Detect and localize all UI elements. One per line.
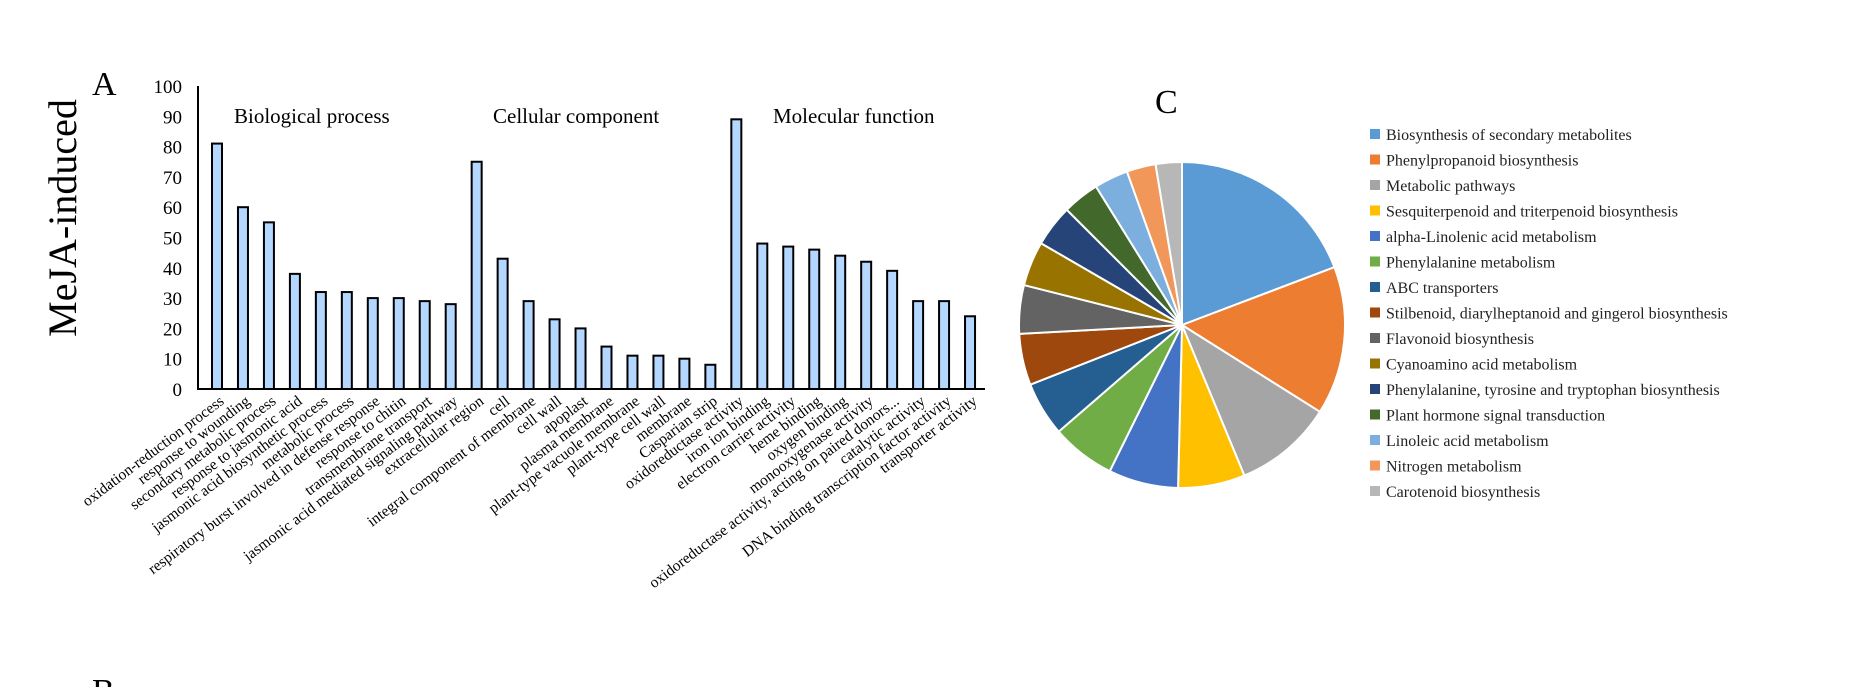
legend-swatch	[1370, 205, 1380, 216]
bar	[652, 354, 665, 391]
y-tick-label: 70	[163, 168, 182, 189]
bar	[444, 303, 457, 390]
bar	[262, 221, 275, 390]
pie-slice	[1179, 265, 1346, 414]
bar	[236, 206, 249, 390]
legend-swatch	[1370, 460, 1380, 471]
bar	[496, 257, 509, 390]
bar	[522, 300, 535, 391]
legend-swatch	[1370, 333, 1380, 343]
kegg-pie-chart	[1018, 160, 1346, 489]
legend-swatch	[1370, 256, 1380, 267]
legend-swatch	[1370, 384, 1380, 394]
bar	[730, 118, 743, 391]
legend-swatch	[1370, 231, 1380, 241]
pie-slice	[1181, 160, 1336, 327]
y-tick-label: 30	[163, 289, 182, 310]
y-tick-label: 60	[163, 198, 182, 219]
group-title: Molecular function	[773, 104, 935, 128]
y-tick-label: 10	[163, 350, 182, 371]
bar	[314, 291, 327, 391]
legend-item: Phenylalanine, tyrosine and tryptophan b…	[1386, 382, 1720, 399]
y-tick-label: 100	[154, 77, 183, 98]
legend-swatch	[1370, 154, 1380, 165]
legend-item: Metabolic pathways	[1386, 178, 1515, 195]
legend-item: Stilbenoid, diarylheptanoid and gingerol…	[1386, 306, 1728, 323]
panel-a-label: A	[92, 66, 117, 103]
y-tick-label: 50	[163, 229, 182, 250]
group-title: Cellular component	[493, 104, 659, 128]
legend-item: Linoleic acid metabolism	[1386, 433, 1549, 450]
bar	[678, 357, 691, 391]
legend-swatch	[1370, 435, 1380, 445]
legend-item: Flavonoid biosynthesis	[1386, 331, 1534, 348]
bar	[704, 363, 717, 391]
bar	[600, 345, 613, 390]
bars	[211, 118, 977, 391]
legend-item: Sesquiterpenoid and triterpenoid biosynt…	[1386, 204, 1678, 221]
bar	[392, 297, 405, 391]
legend-item: alpha-Linolenic acid metabolism	[1386, 229, 1597, 246]
legend-swatch	[1370, 409, 1380, 420]
legend-item: Phenylalanine metabolism	[1386, 255, 1556, 272]
bar	[288, 272, 301, 390]
bar	[808, 248, 821, 390]
legend-swatch	[1370, 358, 1380, 369]
bar	[834, 254, 847, 390]
legend-item: Phenylpropanoid biosynthesis	[1386, 153, 1578, 170]
y-tick-label: 0	[173, 380, 183, 401]
go-bar-chart: 0 10 20 30 40 50 60 70 80 90 100 Biological proces…	[79, 77, 985, 592]
legend-item: Plant hormone signal transduction	[1386, 408, 1605, 425]
group-titles: Biological process Cellular component Mole…	[234, 104, 935, 128]
bar	[912, 300, 925, 391]
panel-c-label: C	[1155, 84, 1178, 121]
y-tick-label: 80	[163, 138, 182, 159]
y-tick-label: 40	[163, 259, 182, 280]
bar	[470, 160, 483, 390]
legend-item: Carotenoid biosynthesis	[1386, 484, 1540, 501]
legend-item: Cyanoamino acid metabolism	[1386, 357, 1578, 374]
bar	[418, 300, 431, 391]
legend-swatch	[1370, 180, 1380, 190]
bar	[860, 260, 873, 390]
bar	[964, 315, 977, 390]
bar	[211, 142, 223, 390]
bar	[756, 242, 769, 390]
legend-item: Nitrogen metabolism	[1386, 459, 1522, 476]
pie-slice	[1154, 160, 1183, 326]
bar	[782, 245, 795, 390]
bar	[366, 297, 379, 391]
y-tick-label: 20	[163, 319, 182, 340]
legend-swatch	[1370, 282, 1380, 292]
y-tick-labels: 0 10 20 30 40 50 60 70 80 90 100	[154, 77, 183, 401]
bar	[548, 318, 561, 390]
bar	[574, 327, 587, 390]
group-title: Biological process	[234, 104, 390, 128]
legend-swatch	[1370, 486, 1380, 496]
panel-b-label: B	[92, 673, 115, 687]
row-label: MeJA-induced	[40, 99, 85, 337]
bar	[340, 291, 353, 391]
bar	[938, 300, 951, 391]
y-tick-label: 90	[163, 107, 182, 128]
pie-slice	[1179, 322, 1322, 477]
legend-swatch	[1370, 307, 1380, 318]
bar	[626, 354, 639, 391]
bar	[886, 269, 899, 390]
pie-legend: Biosynthesis of secondary metabolitesPhe…	[1370, 127, 1728, 501]
legend-item: Biosynthesis of secondary metabolites	[1386, 127, 1632, 144]
legend-swatch	[1370, 129, 1380, 139]
legend-item: ABC transporters	[1386, 280, 1498, 297]
